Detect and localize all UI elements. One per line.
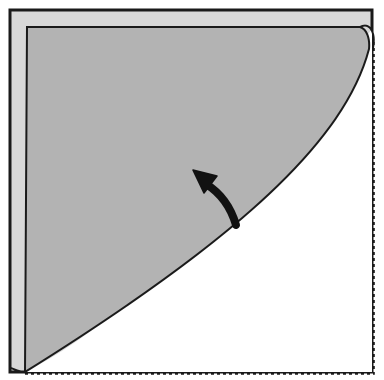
diagram — [0, 0, 384, 380]
peel-diagram-svg — [0, 0, 384, 380]
